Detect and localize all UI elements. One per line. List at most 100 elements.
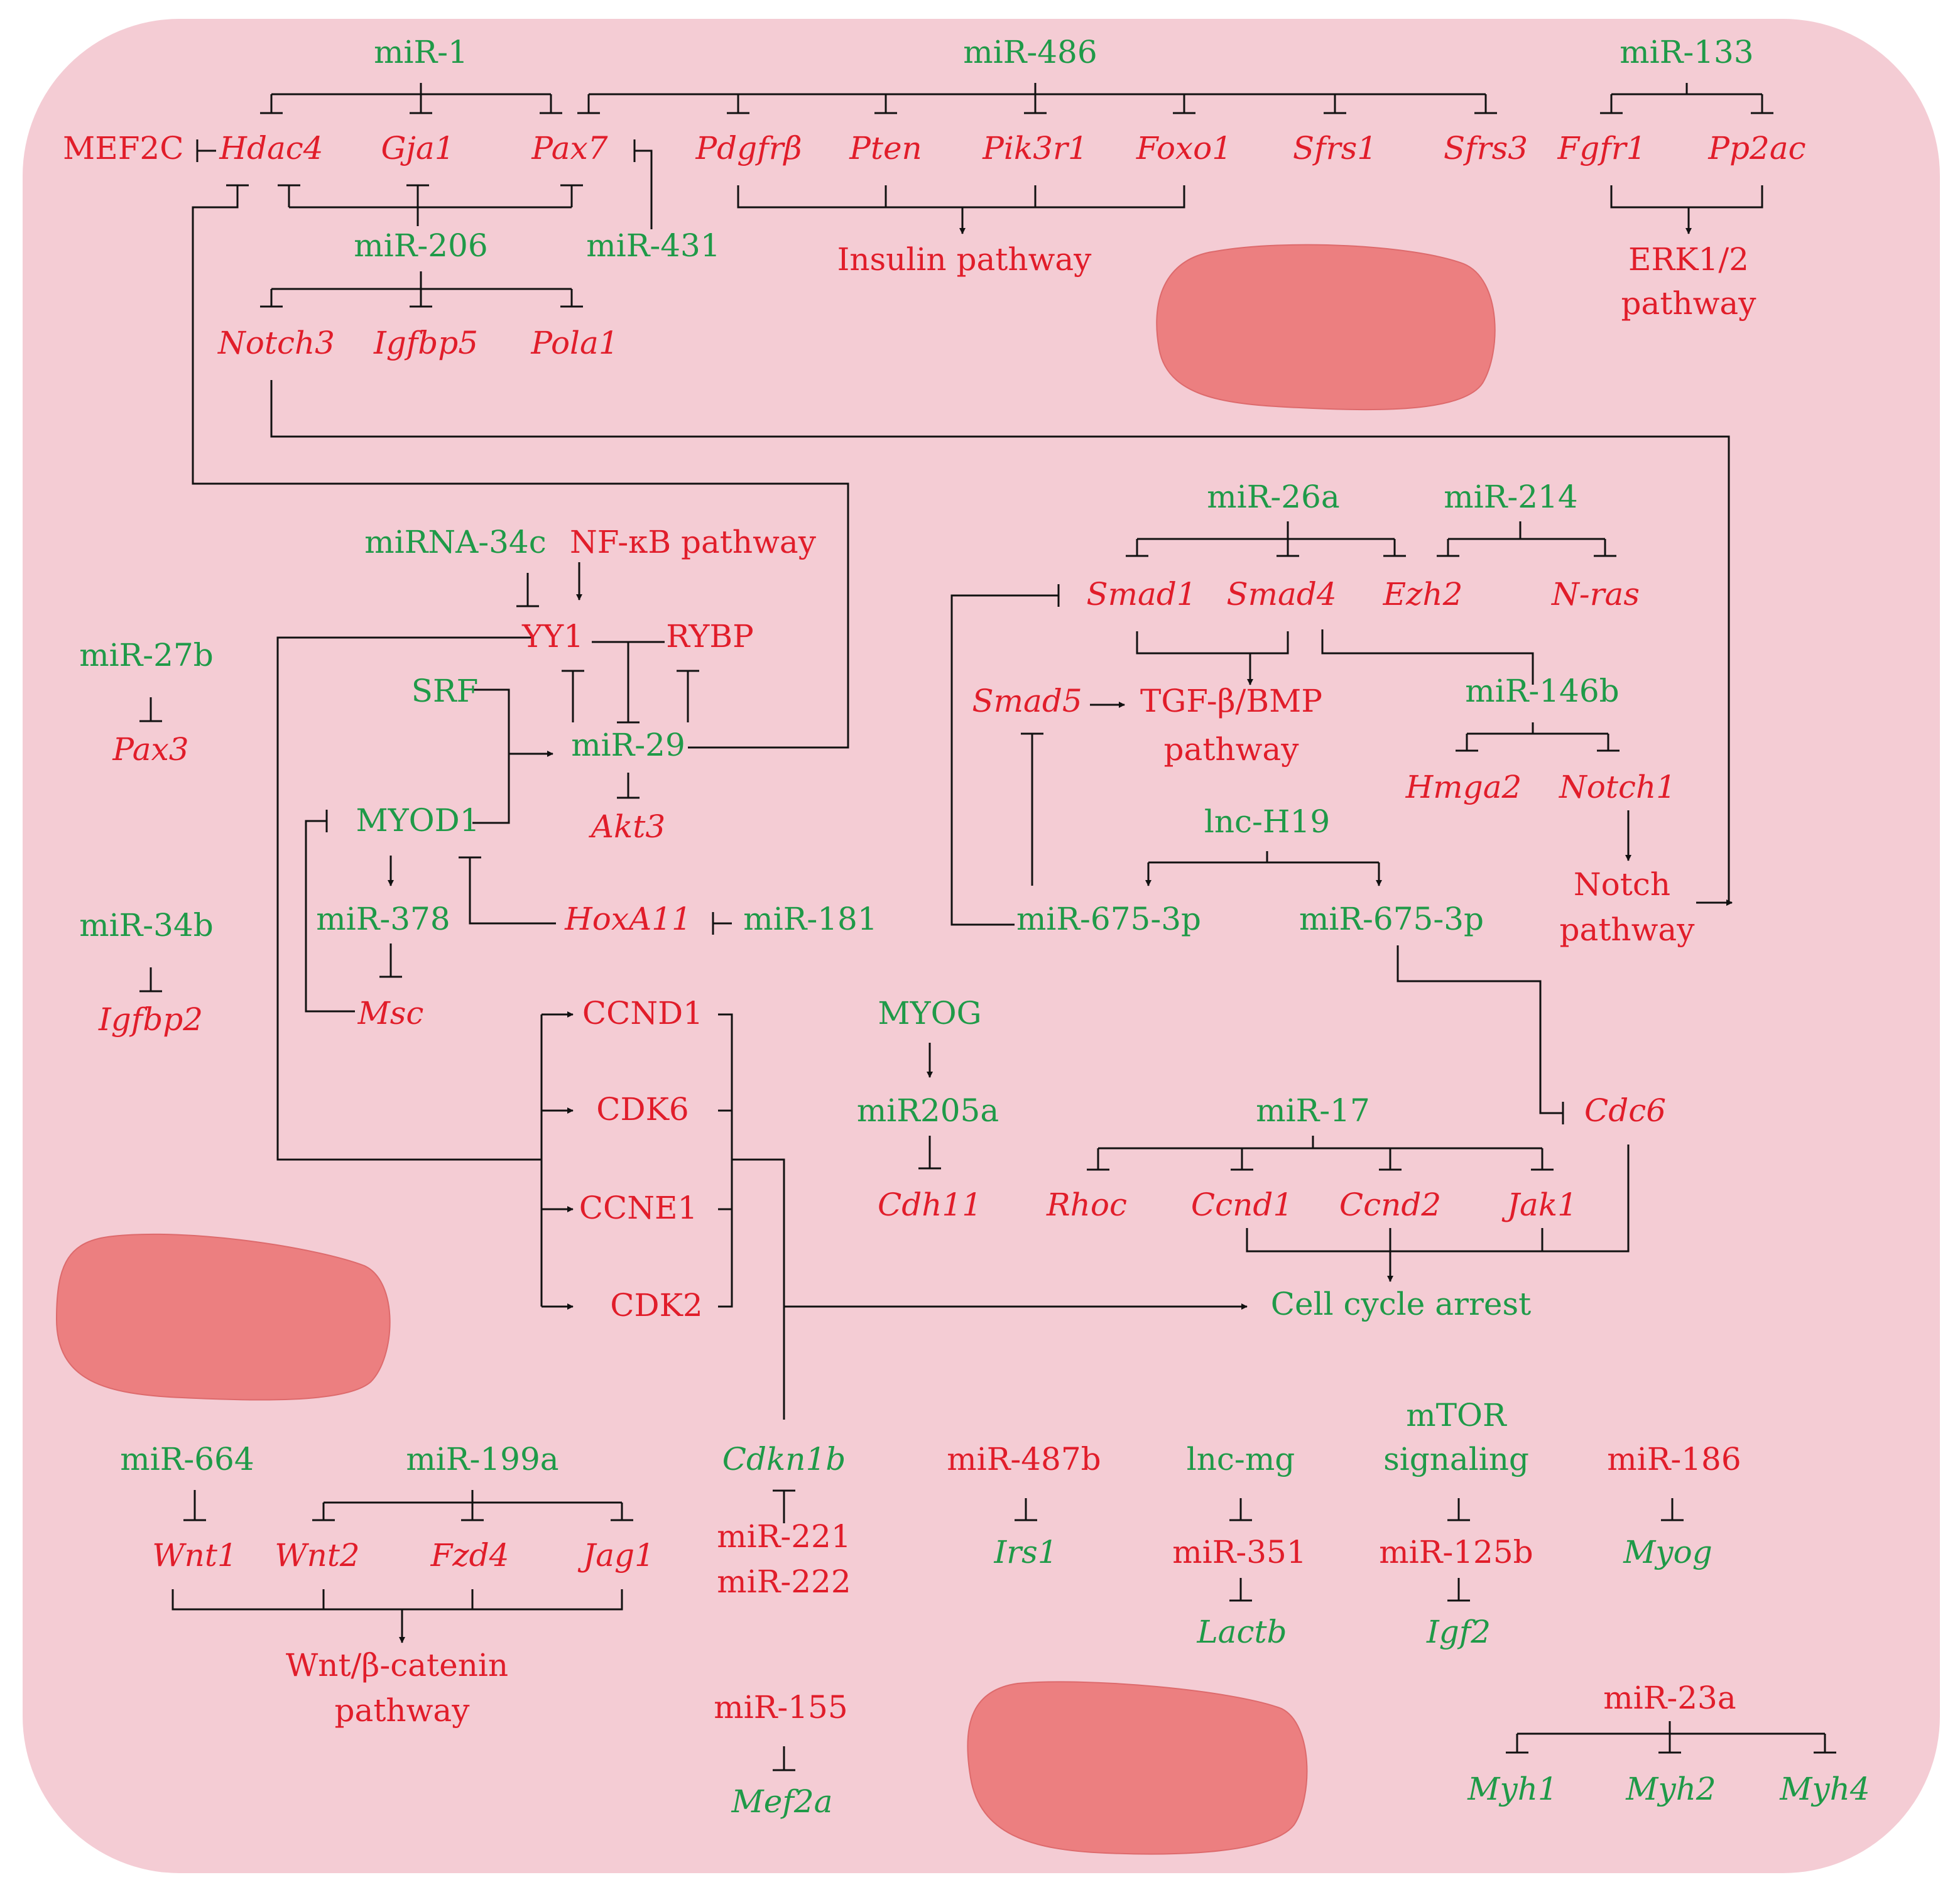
notch-pathway-line2: pathway: [1560, 911, 1696, 948]
ccnd1-gene-label: Ccnd1: [1191, 1187, 1293, 1223]
connector-37: [1610, 185, 1763, 209]
notch1-label: Notch1: [1559, 769, 1676, 805]
mir-431-label: miR-431: [586, 227, 720, 264]
mir-26a-label: miR-26a: [1207, 479, 1339, 515]
connector-84: [469, 857, 556, 925]
connector-166: [172, 1589, 623, 1611]
cell-cycle-arrest-label: Cell cycle arrest: [1271, 1286, 1531, 1322]
hdac4-label: Hdac4: [219, 130, 323, 166]
mir-205a-label: miR205a: [857, 1092, 999, 1129]
connector-106: [1136, 631, 1289, 655]
igfbp5-label: Igfbp5: [373, 325, 478, 361]
background-panel: [23, 19, 1940, 1873]
igf2-label: Igf2: [1426, 1614, 1491, 1650]
pik3r1-label: Pik3r1: [982, 130, 1087, 166]
ccnd2-label: Ccnd2: [1339, 1187, 1441, 1223]
ccnd1-protein-label: CCND1: [582, 995, 703, 1031]
connection-lines: [139, 83, 1836, 1771]
cdc6-label: Cdc6: [1584, 1092, 1666, 1129]
pten-label: Pten: [849, 130, 922, 166]
ccne1-label: CCNE1: [579, 1190, 698, 1226]
jag1-label: Jag1: [577, 1537, 655, 1574]
notch3-label: Notch3: [217, 325, 335, 361]
pp2ac-label: Pp2ac: [1707, 130, 1805, 166]
myog-label: MYOG: [878, 995, 981, 1031]
ezh2-label: Ezh2: [1383, 576, 1463, 612]
mir-351-label: miR-351: [1172, 1534, 1306, 1570]
wnt2-label: Wnt2: [275, 1537, 360, 1574]
lnc-mg-label: lnc-mg: [1187, 1441, 1295, 1477]
smad4-label: Smad4: [1226, 576, 1336, 612]
irs1-label: Irs1: [993, 1534, 1057, 1570]
myh4-label: Myh4: [1779, 1771, 1870, 1807]
connector-126: [1396, 945, 1563, 1114]
mir-221-label: miR-221: [717, 1518, 851, 1555]
decor-blob-left: [55, 1233, 391, 1401]
foxo1-label: Foxo1: [1136, 130, 1232, 166]
cdh11-label: Cdh11: [878, 1187, 982, 1223]
connector-153: [1246, 1144, 1630, 1253]
myh2-label: Myh2: [1625, 1771, 1716, 1807]
mir-29-label: miR-29: [571, 727, 685, 763]
cdk6-label: CDK6: [596, 1091, 689, 1128]
mir-222-label: miR-222: [717, 1563, 851, 1600]
labels-layer: miR-1 miR-486 miR-133 MEF2C Hdac4 Gja1 P…: [63, 34, 1870, 1820]
mir-675-3p-right-label: miR-675-3p: [1299, 901, 1484, 937]
connector-75: [472, 688, 510, 824]
mir-27b-label: miR-27b: [79, 637, 214, 673]
mef2a-label: Mef2a: [731, 1783, 833, 1820]
yy1-label: YY1: [521, 618, 584, 655]
nras-label: N-ras: [1551, 576, 1640, 612]
mir-487b-label: miR-487b: [947, 1441, 1101, 1477]
mir-34b-label: miR-34b: [79, 907, 214, 943]
igfbp2-label: Igfbp2: [98, 1001, 203, 1038]
akt3-label: Akt3: [589, 808, 665, 845]
jak1-label: Jak1: [1501, 1187, 1577, 1223]
connector-57: [270, 380, 1730, 903]
connector-136: [732, 1158, 785, 1420]
mir-186-label: miR-186: [1607, 1441, 1741, 1477]
pdgfrb-label: Pdgfrβ: [695, 130, 802, 166]
connector-124: [950, 594, 1059, 926]
fgfr1-label: Fgfr1: [1557, 130, 1647, 166]
mirna-34c-label: miRNA-34c: [364, 524, 546, 560]
decor-blob-top: [1156, 244, 1496, 411]
tgf-bmp-line1: TGF-β/BMP: [1140, 683, 1322, 719]
srf-label: SRF: [411, 673, 479, 709]
connector-68: [276, 636, 542, 1161]
hmga2-label: Hmga2: [1405, 769, 1522, 805]
rhoc-label: Rhoc: [1046, 1187, 1127, 1223]
mir-206-label: miR-206: [354, 227, 487, 264]
fzd4-label: Fzd4: [430, 1537, 509, 1574]
mtor-signaling-line2: signaling: [1383, 1441, 1529, 1477]
msc-label: Msc: [357, 995, 424, 1031]
cdkn1b-label: Cdkn1b: [722, 1441, 846, 1477]
smad1-label: Smad1: [1086, 576, 1196, 612]
mir-181-label: miR-181: [743, 901, 877, 937]
wnt1-label: Wnt1: [152, 1537, 237, 1574]
pax7-label: Pax7: [531, 130, 607, 166]
mir-378-label: miR-378: [316, 901, 450, 937]
mef2c-label: MEF2C: [63, 130, 183, 166]
mir-1-label: miR-1: [374, 34, 468, 70]
rybp-label: RYBP: [666, 618, 754, 655]
mir-23a-label: miR-23a: [1603, 1680, 1736, 1716]
mir-664-label: miR-664: [120, 1441, 254, 1477]
sfrs1-label: Sfrs1: [1293, 130, 1377, 166]
nfkb-pathway-label: NF-κB pathway: [570, 524, 817, 560]
sfrs3-label: Sfrs3: [1444, 130, 1528, 166]
erk-pathway-line1: ERK1/2: [1628, 241, 1749, 278]
mir-155-label: miR-155: [714, 1689, 847, 1726]
lnc-h19-label: lnc-H19: [1204, 803, 1330, 840]
connector-63: [192, 185, 849, 749]
insulin-pathway-label: Insulin pathway: [837, 241, 1092, 278]
mir-675-3p-left-label: miR-675-3p: [1016, 901, 1201, 937]
hoxa11-label: HoxA11: [564, 901, 692, 937]
myh1-label: Myh1: [1467, 1771, 1557, 1807]
mir-199a-label: miR-199a: [406, 1441, 558, 1477]
tgf-bmp-line2: pathway: [1164, 731, 1300, 768]
pola1-label: Pola1: [530, 325, 618, 361]
decor-blob-bottom: [967, 1681, 1308, 1855]
